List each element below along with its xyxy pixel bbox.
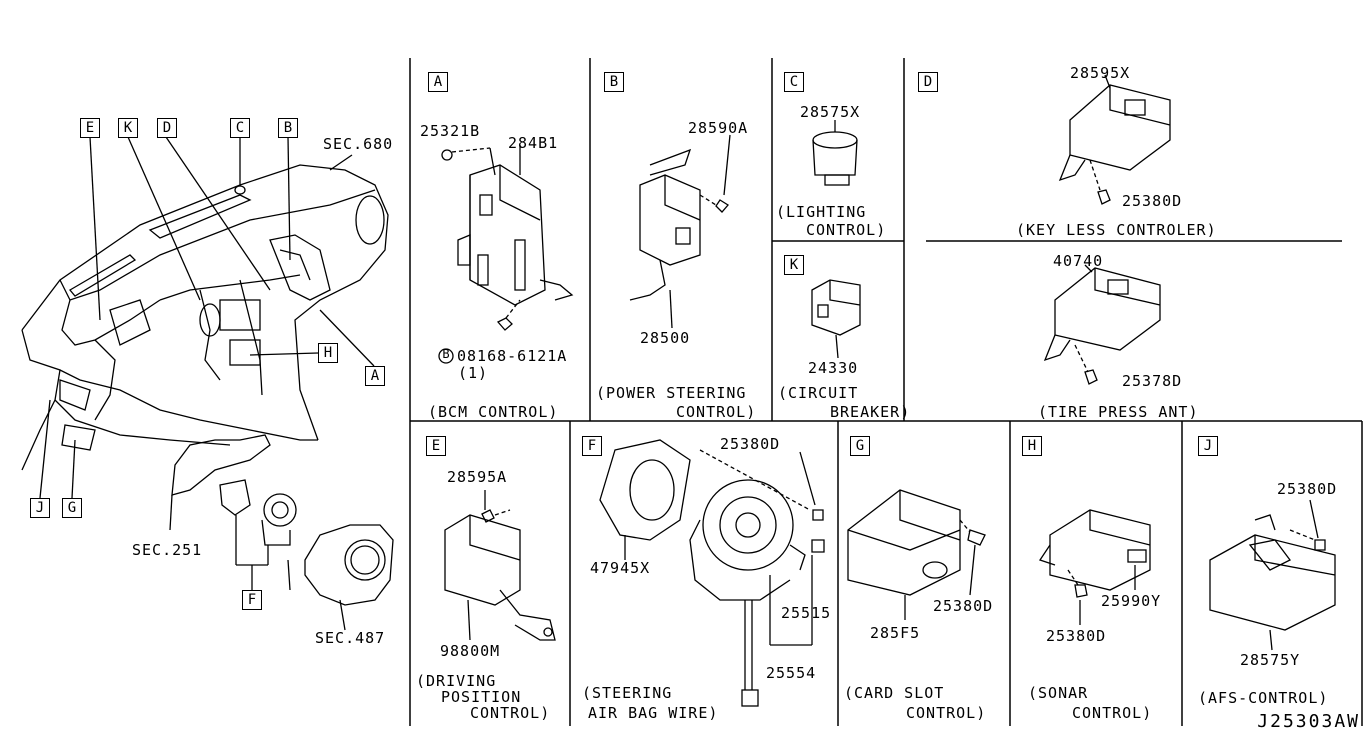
sec487-cover-illustration <box>304 524 394 631</box>
part-28575x: 28575X <box>800 103 861 121</box>
part-25554: 25554 <box>766 664 817 682</box>
panel-h-caption-2: CONTROL) <box>1072 704 1153 722</box>
part-24330: 24330 <box>808 359 859 377</box>
part-47945x: 47945X <box>590 559 651 577</box>
part-28595a: 28595A <box>447 468 508 486</box>
panel-g-caption-2: CONTROL) <box>906 704 987 722</box>
part-25380d-h: 25380D <box>1046 627 1107 645</box>
panel-f-caption-1: (STEERING <box>582 684 673 702</box>
panel-e-caption-2: POSITION <box>441 688 522 706</box>
part-08168-6121a: 08168-6121A <box>457 347 568 365</box>
panel-f-letter: F <box>582 436 602 456</box>
tire-pressure-antenna-illustration <box>1043 264 1161 385</box>
panel-j-letter: J <box>1198 436 1218 456</box>
panel-c-caption-1: (LIGHTING <box>776 203 867 221</box>
panel-e-letter: E <box>426 436 446 456</box>
sec680-label: SEC.680 <box>323 135 394 153</box>
panel-a-caption: (BCM CONTROL) <box>428 403 559 421</box>
overview-leaders <box>39 136 375 499</box>
panel-b-caption-2: CONTROL) <box>676 403 757 421</box>
bolt-marker-b: B <box>442 347 450 361</box>
part-25515: 25515 <box>781 604 832 622</box>
panel-b-letter: B <box>604 72 624 92</box>
dashboard-illustration <box>21 164 389 471</box>
diagram-code: J25303AW <box>1257 711 1360 732</box>
panel-j-caption: (AFS-CONTROL) <box>1198 689 1329 707</box>
power-steering-module-illustration <box>629 134 731 329</box>
sonar-control-unit-illustration <box>1038 509 1151 625</box>
panel-h-letter: H <box>1022 436 1042 456</box>
overview-callout-a: A <box>365 366 385 386</box>
panel-g-caption-1: (CARD SLOT <box>844 684 945 702</box>
overview-callout-f: F <box>242 590 262 610</box>
keyless-controller-illustration <box>1058 74 1171 205</box>
part-28575y: 28575Y <box>1240 651 1301 669</box>
overview-callout-h: H <box>318 343 338 363</box>
panel-k-letter: K <box>784 255 804 275</box>
panel-e-caption-3: CONTROL) <box>470 704 551 722</box>
part-40740: 40740 <box>1053 252 1104 270</box>
panel-d-letter: D <box>918 72 938 92</box>
panel-k-caption-1: (CIRCUIT <box>778 384 859 402</box>
part-25378d: 25378D <box>1122 372 1183 390</box>
overview-callout-j: J <box>30 498 50 518</box>
part-28595x: 28595X <box>1070 64 1131 82</box>
overview-callout-e: E <box>80 118 100 138</box>
panel-e-caption-1: (DRIVING <box>416 672 497 690</box>
panel-c-letter: C <box>784 72 804 92</box>
part-285f5: 285F5 <box>870 624 921 642</box>
part-28500: 28500 <box>640 329 691 347</box>
driving-position-module-illustration <box>444 490 556 641</box>
panel-b-caption-1: (POWER STEERING <box>596 384 747 402</box>
part-25380d-j: 25380D <box>1277 480 1338 498</box>
part-25321b: 25321B <box>420 122 481 140</box>
part-25380d-d: 25380D <box>1122 192 1183 210</box>
afs-control-unit-illustration <box>1209 499 1336 651</box>
bcm-illustration <box>438 145 574 364</box>
clock-spring-illustration <box>599 439 825 707</box>
card-slot-unit-illustration <box>847 489 986 620</box>
overview-callout-c: C <box>230 118 250 138</box>
circuit-breaker-illustration <box>811 279 861 359</box>
sec251-label: SEC.251 <box>132 541 203 559</box>
panel-f-caption-2: AIR BAG WIRE) <box>588 704 719 722</box>
panel-grid <box>409 58 1363 726</box>
panel-h-caption-1: (SONAR <box>1028 684 1089 702</box>
panel-a-letter: A <box>428 72 448 92</box>
part-28590a: 28590A <box>688 119 749 137</box>
panel-d-caption-1: (KEY LESS CONTROLER) <box>1016 221 1217 239</box>
part-qty: (1) <box>458 364 489 382</box>
sec487-label: SEC.487 <box>315 629 386 647</box>
lighting-control-illustration <box>812 120 858 186</box>
panel-g-letter: G <box>850 436 870 456</box>
part-284b1: 284B1 <box>508 134 559 152</box>
steering-column-illustration <box>169 434 297 592</box>
part-25990y: 25990Y <box>1101 592 1162 610</box>
panel-c-caption-2: CONTROL) <box>806 221 887 239</box>
overview-callout-k: K <box>118 118 138 138</box>
panel-k-caption-2: BREAKER) <box>830 403 911 421</box>
overview-callout-d: D <box>157 118 177 138</box>
panel-d-caption-2: (TIRE PRESS ANT) <box>1038 403 1199 421</box>
overview-callout-g: G <box>62 498 82 518</box>
overview-callout-b: B <box>278 118 298 138</box>
part-25380d-g: 25380D <box>933 597 994 615</box>
part-98800m: 98800M <box>440 642 501 660</box>
part-25380d-f: 25380D <box>720 435 781 453</box>
